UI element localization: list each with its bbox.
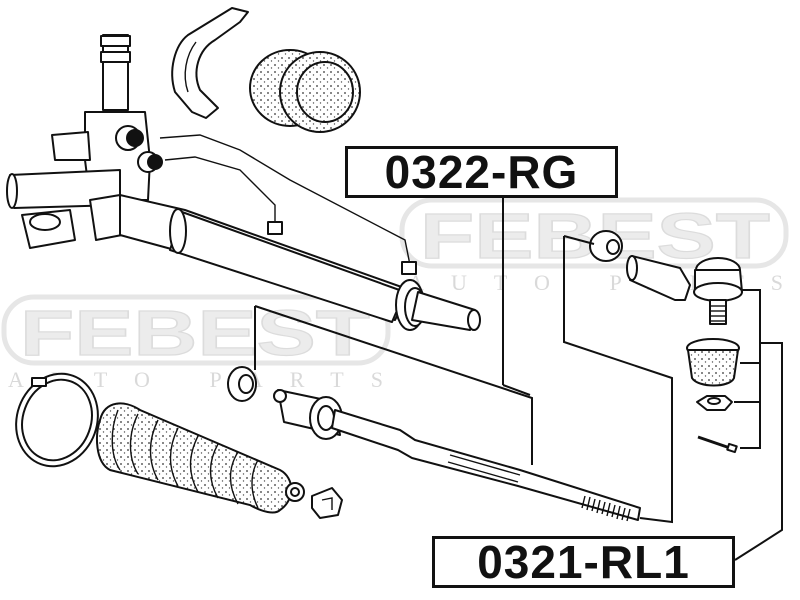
steering-rack-icon — [6, 34, 481, 331]
boot-icon — [96, 402, 305, 514]
leader-lines-0322-rg — [254, 198, 533, 465]
watermark-brand: FEBEST — [20, 297, 370, 369]
part-number-label-0322-rg[interactable]: 0322-RG — [345, 146, 618, 198]
clamp-icon — [171, 7, 249, 119]
band-clamp-icon — [15, 372, 99, 468]
dust-boot-icon — [686, 338, 740, 387]
bushing-icon — [249, 49, 361, 133]
nut-icon — [589, 230, 623, 262]
watermark-middle-left: FEBEST AUTO PARTS — [1, 294, 391, 392]
ball-joint-icon — [626, 255, 743, 325]
nut-icon — [696, 395, 733, 411]
tie-rod-icon — [273, 389, 641, 522]
leader-lines-0321-rl1 — [563, 235, 783, 561]
part-number-label-0321-rl1[interactable]: 0321-RL1 — [432, 536, 735, 588]
cotter-pin-icon — [697, 435, 738, 454]
clip-icon — [311, 487, 343, 519]
washer-icon — [227, 366, 257, 402]
